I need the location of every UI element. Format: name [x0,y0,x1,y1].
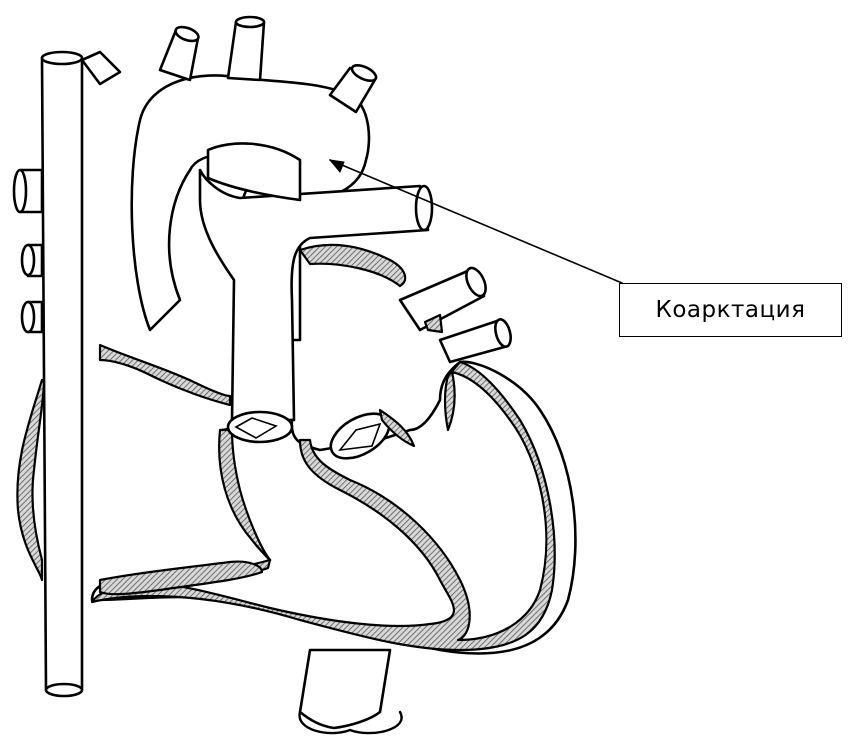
vena-cava [42,52,82,696]
left-vessel-stubs [14,170,42,332]
coarctation-label-box: Коарктация [619,283,842,337]
ventricles [92,362,575,654]
coarctation-label: Коарктация [656,297,806,323]
inferior-vessel [300,650,402,733]
left-atrium-wall [300,245,405,286]
right-vessel-stubs [400,265,513,362]
